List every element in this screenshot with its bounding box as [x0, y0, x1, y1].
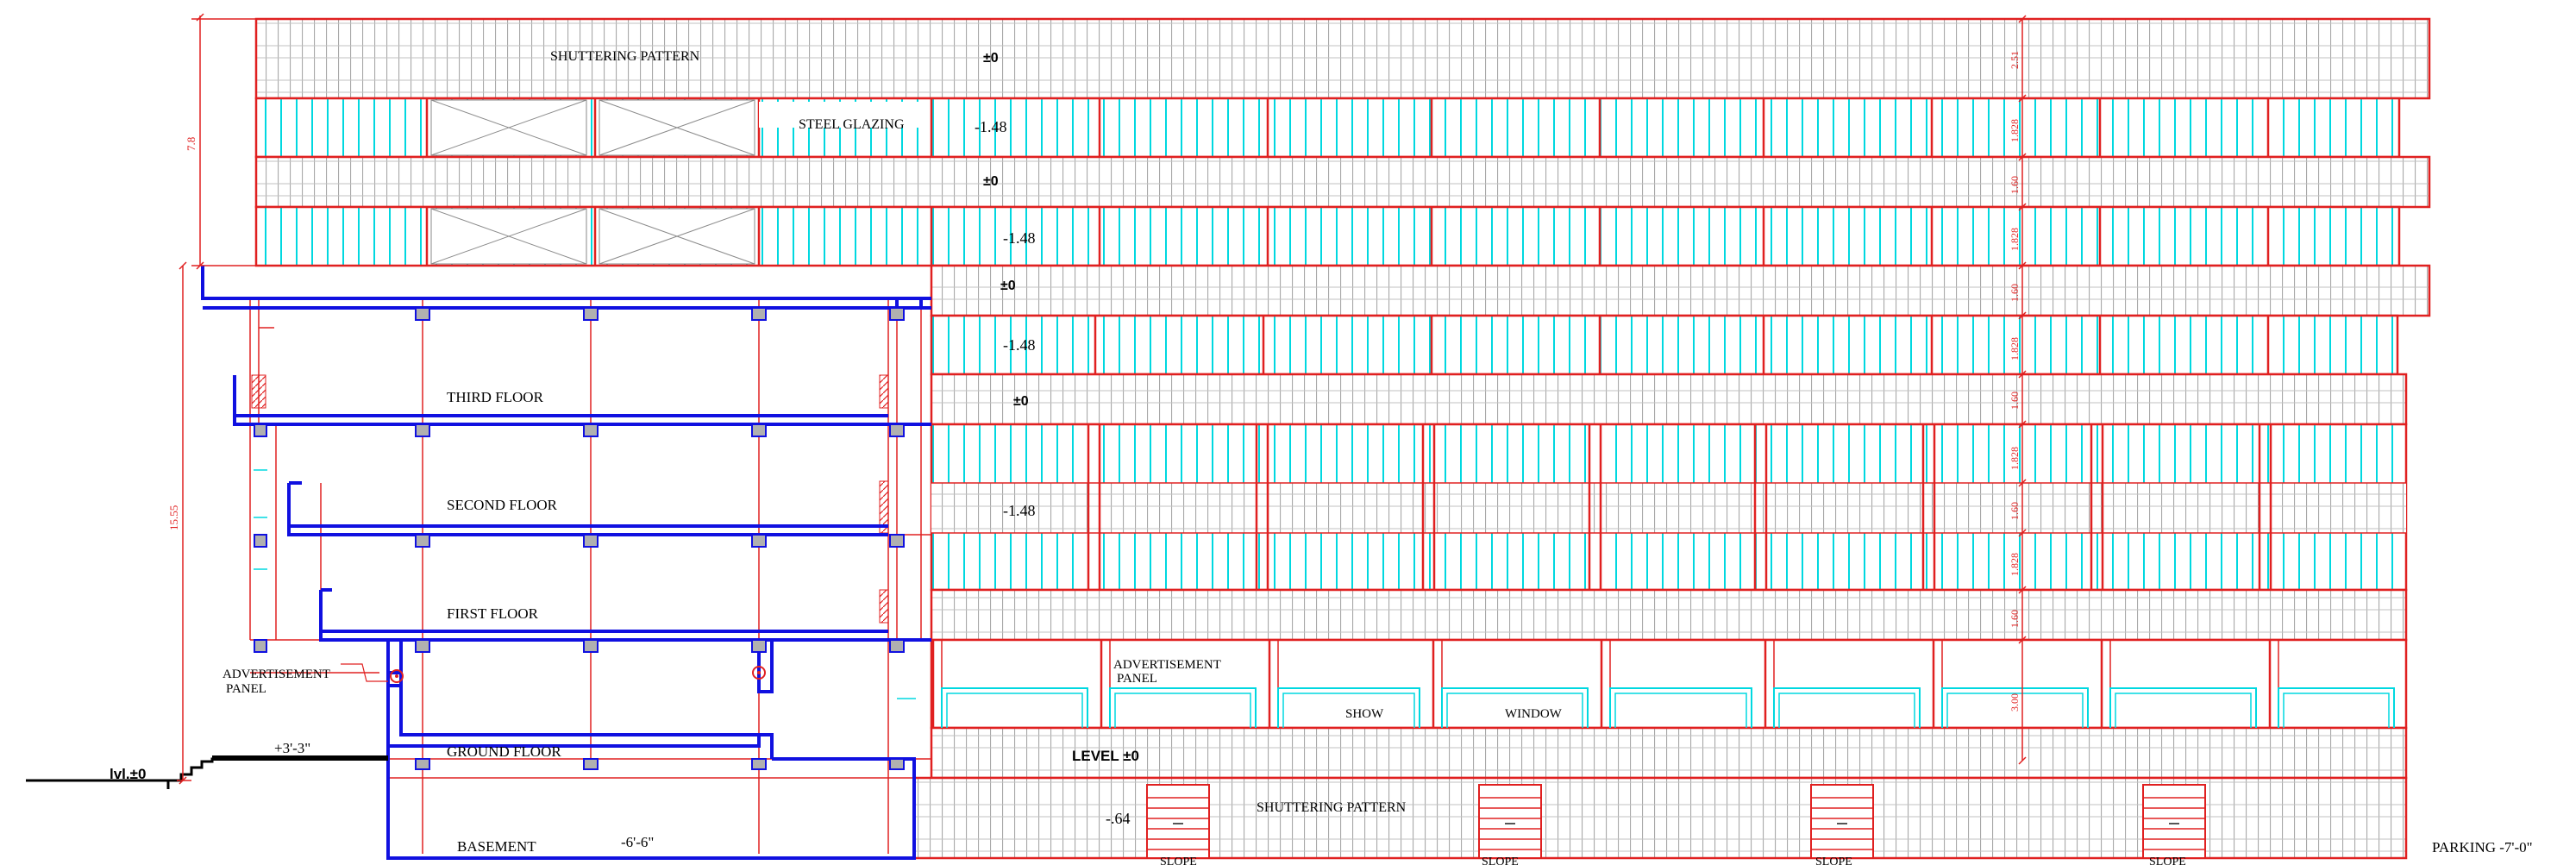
dim-15-55: 15.55: [167, 505, 180, 530]
glazing-band-3: [930, 314, 2399, 376]
label-steel-glazing: STEEL GLAZING: [799, 117, 905, 132]
dim-1-60-d: 1.60: [2009, 502, 2021, 520]
label-plinth-level: +3'-3": [274, 740, 310, 756]
dim-1-828-d: 1.828: [2009, 447, 2021, 470]
label-first-floor: FIRST FLOOR: [447, 605, 539, 622]
level-pm0-b: ±0: [983, 174, 999, 189]
label-show: SHOW: [1345, 707, 1384, 721]
dim-1-60-c: 1.60: [2009, 392, 2021, 410]
shop-window-band: [930, 638, 2408, 730]
label-slope-4: SLOPE: [2149, 856, 2186, 865]
label-basement: BASEMENT: [457, 838, 536, 855]
label-ground-floor: GROUND FLOOR: [447, 743, 561, 760]
cross-panels: [430, 99, 755, 265]
label-adv-panel-left-1: ADVERTISEMENT: [223, 668, 330, 681]
label-slope-3: SLOPE: [1815, 856, 1852, 865]
level-pm0-c: ±0: [1000, 279, 1016, 293]
label-adv-panel-left-2: PANEL: [226, 682, 266, 696]
shuttering-band-top: [254, 17, 2431, 100]
label-parking: PARKING -7'-0": [2432, 839, 2533, 856]
label-slope-2: SLOPE: [1482, 856, 1519, 865]
label-window: WINDOW: [1505, 707, 1563, 721]
dim-2-51: 2.51: [2009, 51, 2021, 69]
dim-7-8: 7.8: [185, 137, 197, 151]
dim-1-828-c: 1.828: [2009, 337, 2021, 360]
dim-1-828-b: 1.828: [2009, 228, 2021, 251]
shuttering-band-4: [930, 373, 2408, 426]
building-section: [26, 13, 2027, 860]
shuttering-band-3: [930, 264, 2431, 317]
facade-elevation: [254, 17, 2431, 860]
label-level-zero: LEVEL ±0: [1072, 748, 1139, 764]
label-shuttering-pattern-bottom: SHUTTERING PATTERN: [1257, 800, 1407, 815]
label-third-floor: THIRD FLOOR: [447, 389, 544, 405]
level-pm0-d: ±0: [1013, 394, 1029, 409]
label-lvl-zero: lvl.±0: [110, 766, 146, 782]
label-adv-panel-right-2: PANEL: [1117, 672, 1157, 686]
dim-1-60-a: 1.60: [2009, 176, 2021, 194]
label-basement-level: -6'-6": [621, 834, 654, 850]
shuttering-band-ground: [930, 726, 2408, 780]
dim-1-60-b: 1.60: [2009, 284, 2021, 302]
level-m148-b: -1.48: [1003, 229, 1036, 247]
shuttering-band-2: [254, 155, 2431, 209]
dim-3-00: 3.00: [2009, 693, 2021, 711]
dim-1-828-a: 1.828: [2009, 119, 2021, 142]
shuttering-strip-mid: [931, 483, 2406, 533]
level-m064: -.64: [1106, 810, 1131, 827]
label-adv-panel-right-1: ADVERTISEMENT: [1113, 658, 1221, 672]
level-m148-d: -1.48: [1003, 502, 1036, 519]
level-m148-a: -1.48: [975, 118, 1007, 135]
label-slope-1: SLOPE: [1160, 856, 1197, 865]
label-second-floor: SECOND FLOOR: [447, 497, 558, 513]
level-m148-c: -1.48: [1003, 336, 1036, 354]
dim-1-828-e: 1.828: [2009, 553, 2021, 576]
shuttering-band-5: [930, 588, 2408, 642]
dim-1-60-e: 1.60: [2009, 610, 2021, 628]
level-pm0-a: ±0: [983, 51, 999, 66]
label-shuttering-pattern-top: SHUTTERING PATTERN: [550, 49, 700, 64]
